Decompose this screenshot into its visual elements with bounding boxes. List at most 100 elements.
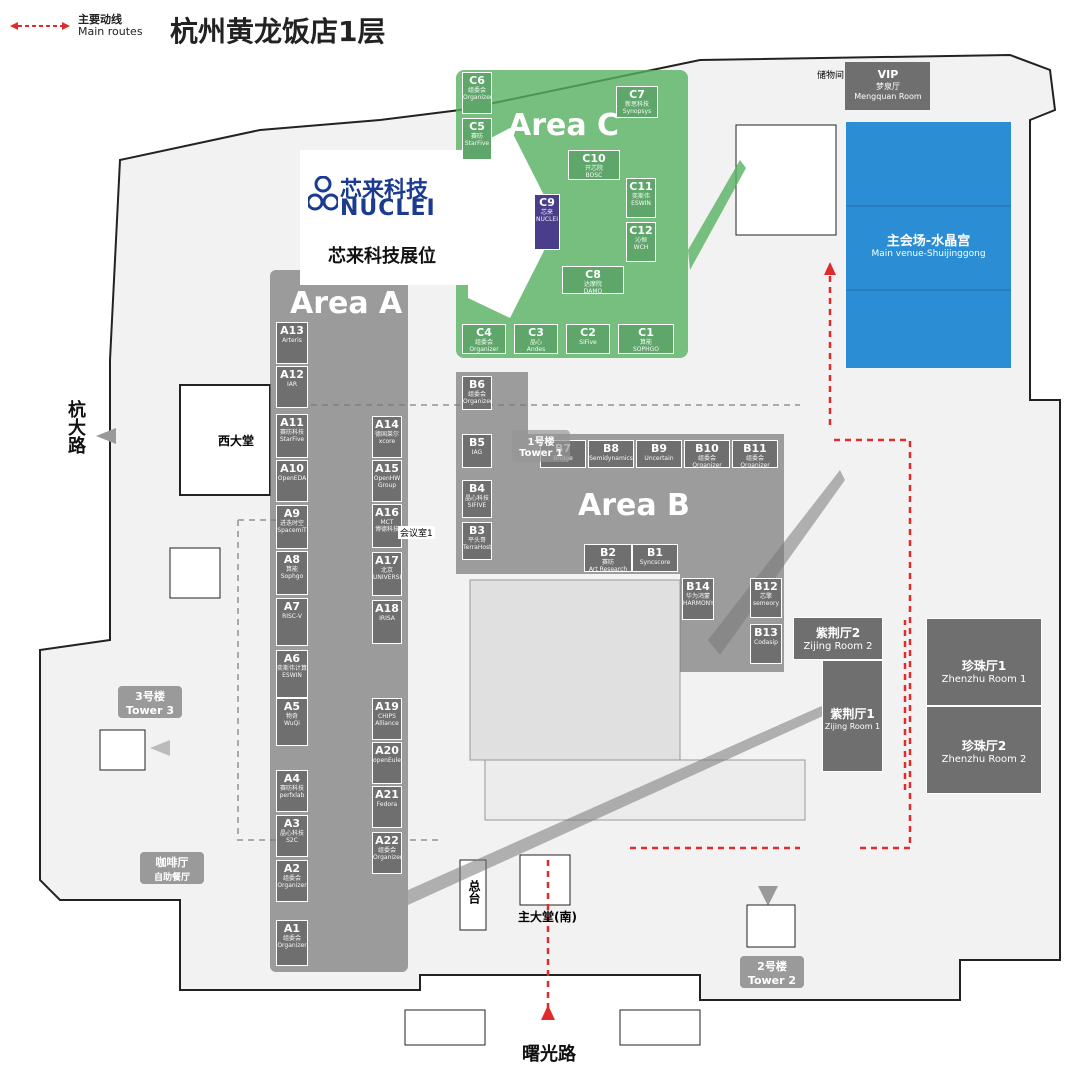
booth-name: OpenEDA	[277, 475, 307, 482]
booth-id: A21	[375, 788, 399, 801]
booth-name: 算能 Sophgo	[280, 566, 304, 580]
booth-id: B12	[754, 580, 778, 593]
booth-id: B3	[468, 524, 486, 537]
room-zhenzhu-1[interactable]: 珍珠厅1 Zhenzhu Room 1	[926, 618, 1042, 706]
booth-id: C9	[539, 196, 555, 209]
booth-id: A7	[283, 600, 301, 613]
booth-id: A11	[280, 416, 304, 429]
callout-logo-zh: 芯来科技	[340, 178, 429, 203]
booth-name: 奕斯伟计算 ESWIN	[277, 665, 308, 679]
area-b-label: Area B	[578, 488, 690, 523]
booth-id: C11	[629, 180, 653, 193]
room-zijing-2[interactable]: 紫荆厅2 Zijing Room 2	[793, 617, 883, 660]
main-hall[interactable]: 主会场-水晶宫 Main venue-Shuijinggong	[846, 122, 1011, 368]
page-title: 杭州黄龙饭店1层	[170, 15, 386, 48]
tower-1[interactable]: 1号楼 Tower 1	[512, 430, 570, 462]
booth-name: 华为鸿蒙 HARMONY	[683, 593, 714, 607]
main-lobby-label: 主大堂(南)	[518, 910, 577, 924]
zijing1-en: Zijing Room 1	[824, 722, 881, 731]
room-zhenzhu-2[interactable]: 珍珠厅2 Zhenzhu Room 2	[926, 706, 1042, 794]
zhenzhu2-en: Zhenzhu Room 2	[941, 754, 1027, 765]
tower1-en: Tower 1	[519, 448, 563, 459]
booth-id: A10	[280, 462, 304, 475]
booth-name: 晶心科技 S2C	[279, 830, 304, 844]
booth-name: IAG	[471, 449, 483, 456]
storage-label: 储物间	[817, 71, 845, 81]
nuclei-callout: 芯来科技 NUCLEI 芯来科技展位	[300, 150, 470, 285]
booth-name: 晶心科技 SIFIVE	[464, 495, 489, 509]
room-zijing-1[interactable]: 紫荆厅1 Zijing Room 1	[822, 660, 883, 772]
front-desk-label: 总台	[467, 880, 481, 904]
booth-id: C4	[476, 326, 492, 339]
road-west: 杭大路	[65, 400, 86, 454]
booth-name: OpenHW Group	[373, 475, 401, 489]
meeting-room-label: 会议室1	[398, 526, 435, 539]
area-c-label: Area C	[508, 108, 620, 143]
booth-id: A18	[375, 602, 399, 615]
booth-name: 德国莱尔 xcore	[374, 431, 399, 445]
tower-3[interactable]: 3号楼 Tower 3	[118, 686, 182, 718]
booth-name: Arteris	[282, 337, 302, 344]
tower-2[interactable]: 2号楼 Tower 2	[740, 956, 804, 988]
booth-name: CHIPS Alliance	[375, 713, 399, 727]
booth-id: A8	[283, 553, 301, 566]
booth-id: A6	[283, 652, 301, 665]
booth-id: A17	[375, 554, 399, 567]
cafe-zh: 咖啡厅	[155, 856, 189, 869]
booth-id: A14	[375, 418, 399, 431]
booth-id: B6	[468, 378, 486, 391]
vip-room[interactable]: VIP 梦泉厅 Mengquan Room	[846, 62, 930, 110]
booth-id: A4	[283, 772, 301, 785]
zijing1-zh: 紫荆厅1	[830, 707, 875, 721]
booth-id: A16	[375, 506, 399, 519]
west-hall-label: 西大堂	[218, 434, 255, 448]
cafe[interactable]: 咖啡厅 自助餐厅	[140, 852, 204, 884]
